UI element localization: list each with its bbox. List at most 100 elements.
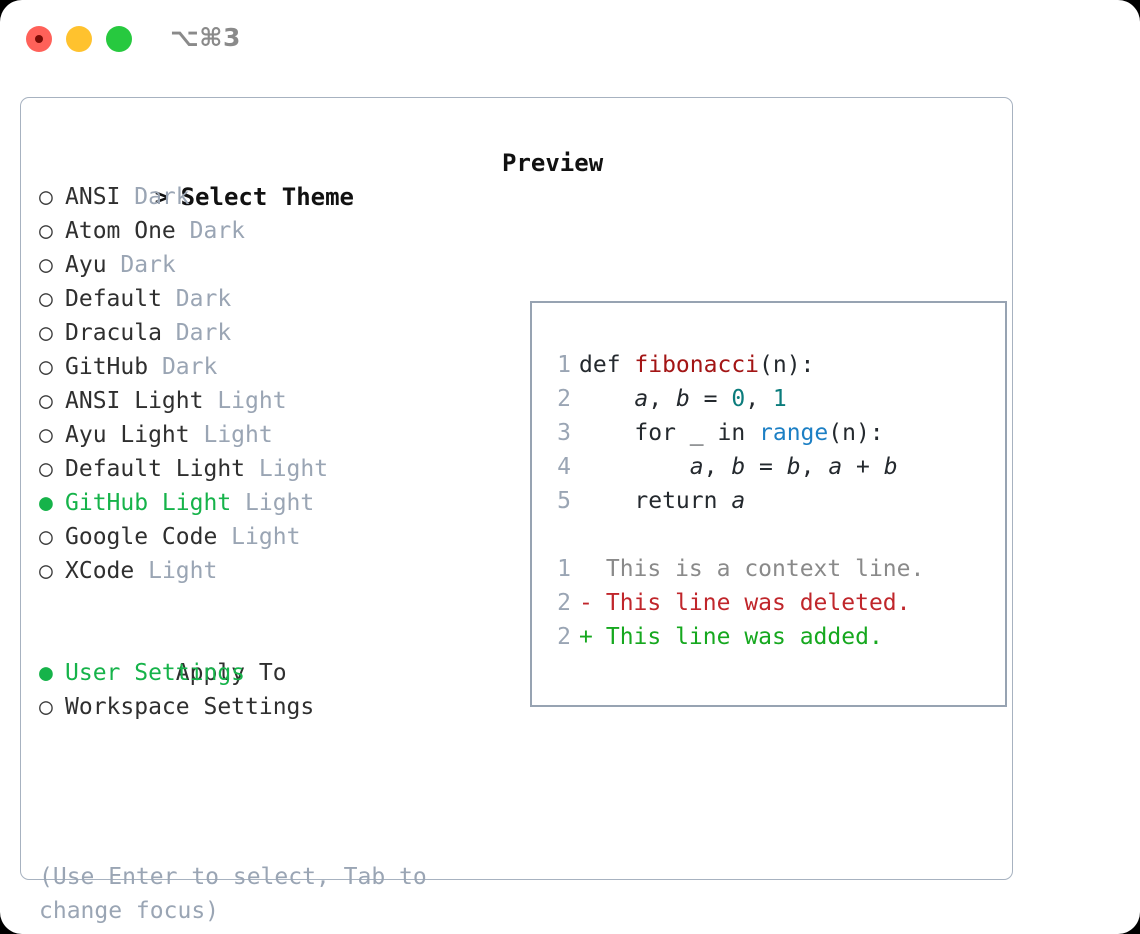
code-token: def: [579, 352, 635, 378]
diff-line: 2+ This line was added.: [545, 620, 1005, 654]
radio-selected-icon[interactable]: ●: [39, 660, 53, 686]
code-line: 2 a, b = 0, 1: [545, 382, 1005, 416]
theme-list-item[interactable]: ○ Google Code Light: [39, 520, 479, 554]
list-spacer: [39, 588, 479, 622]
header-text: Select Theme: [180, 183, 354, 211]
theme-variant-tag: Dark: [161, 320, 232, 346]
code-token: b: [883, 454, 898, 480]
theme-list-item[interactable]: ○Default Light Light: [39, 452, 479, 486]
theme-variant-tag: Dark: [161, 286, 232, 312]
code-token: b: [675, 386, 690, 412]
apply-to-option[interactable]: ○ Workspace Settings: [39, 690, 479, 724]
radio-unselected-icon[interactable]: ○: [39, 694, 53, 720]
diff-marker: +: [579, 624, 593, 650]
diff-marker: -: [579, 590, 593, 616]
code-token: [579, 454, 690, 480]
theme-variant-tag: Light: [217, 524, 301, 550]
keyboard-shortcut-label: ⌥⌘3: [170, 23, 241, 52]
radio-unselected-icon[interactable]: ○: [39, 286, 53, 312]
radio-unselected-icon[interactable]: ○: [39, 320, 53, 346]
theme-list-item[interactable]: ○ANSI Dark: [39, 180, 479, 214]
minimize-window-button[interactable]: [66, 26, 92, 52]
radio-unselected-icon[interactable]: ○: [39, 218, 53, 244]
code-token: ,: [648, 386, 676, 412]
radio-unselected-icon[interactable]: ○: [39, 456, 53, 482]
apply-to-option-label: Workspace Settings: [65, 694, 315, 720]
code-diff-spacer: [545, 518, 1005, 552]
code-line: 5 return a: [545, 484, 1005, 518]
theme-variant-tag: Dark: [175, 218, 246, 244]
theme-variant-tag: Light: [189, 422, 273, 448]
code-token: ,: [800, 454, 829, 480]
theme-list-item[interactable]: ○ Default Dark: [39, 282, 479, 316]
theme-variant-tag: Light: [203, 388, 287, 414]
theme-name: Atom One: [65, 218, 176, 244]
theme-list-item[interactable]: ○XCode Light: [39, 554, 479, 588]
apply-to-option[interactable]: ●User Settings: [39, 656, 479, 690]
theme-list-item[interactable]: ○ ANSI Light Light: [39, 384, 479, 418]
code-token: return: [579, 488, 732, 514]
theme-selector-column: >Select Theme ○ANSI Dark○Atom One Dark○A…: [39, 146, 479, 724]
theme-variant-tag: Dark: [148, 354, 218, 380]
apply-to-header: Apply To: [39, 622, 479, 686]
code-token: a: [731, 488, 746, 514]
diff-marker: [579, 552, 592, 586]
code-token: =: [689, 386, 732, 412]
preview-title: Preview: [502, 149, 604, 177]
apply-to-label: Apply To: [175, 660, 287, 686]
theme-name: GitHub: [65, 354, 149, 380]
theme-name: Default: [65, 286, 162, 312]
code-token: (n):: [759, 352, 815, 378]
theme-list-item[interactable]: ○ GitHub Dark: [39, 350, 479, 384]
code-token: a: [828, 454, 843, 480]
theme-list-header: >Select Theme: [39, 146, 479, 211]
diff-line: 1 This is a context line.: [545, 552, 1005, 586]
code-token: (n):: [828, 420, 884, 446]
line-number: 1: [557, 352, 571, 378]
maximize-window-button[interactable]: [106, 26, 132, 52]
theme-variant-tag: Dark: [106, 252, 176, 278]
theme-list-item[interactable]: ○Ayu Light Light: [39, 418, 479, 452]
code-token: for _ in: [579, 420, 760, 446]
close-icon: [35, 35, 43, 43]
theme-name: ANSI Light: [65, 388, 204, 414]
radio-unselected-icon[interactable]: ○: [39, 354, 53, 380]
theme-name: Google Code: [65, 524, 218, 550]
apply-to-options: ●User Settings ○ Workspace Settings: [39, 656, 479, 724]
theme-list-item[interactable]: ○ Atom One Dark: [39, 214, 479, 248]
theme-name: Dracula: [65, 320, 162, 346]
theme-list-item[interactable]: ○ Dracula Dark: [39, 316, 479, 350]
theme-list: ○ ANSI Dark ○ Atom One Dark ○ Ayu Dark ○ Defaul…: [39, 180, 479, 588]
theme-variant-tag: Light: [231, 490, 315, 516]
theme-list-item[interactable]: ●GitHub Light Light: [39, 486, 479, 520]
code-token: b: [786, 454, 801, 480]
theme-list-item[interactable]: ○ Ayu Dark: [39, 248, 479, 282]
theme-name: Default Light: [65, 456, 246, 482]
diff-text: This line was deleted.: [592, 590, 911, 616]
radio-unselected-icon[interactable]: ○: [39, 184, 53, 210]
line-number: 1: [557, 556, 571, 582]
diff-text: This line was added.: [592, 624, 883, 650]
radio-unselected-icon[interactable]: ○: [39, 388, 53, 414]
theme-name: Ayu: [65, 252, 107, 278]
code-line: 4 a, b = b, a + b: [545, 450, 1005, 484]
theme-variant-tag: Light: [134, 558, 218, 584]
line-number: 2: [557, 386, 571, 412]
content-panel: >Select Theme ○ANSI Dark○Atom One Dark○A…: [20, 97, 1013, 924]
theme-name: ANSI: [65, 184, 121, 210]
radio-unselected-icon[interactable]: ○: [39, 252, 53, 278]
line-number: 5: [557, 488, 571, 514]
radio-unselected-icon[interactable]: ○: [39, 422, 53, 448]
keyboard-hint: (Use Enter to select, Tab to change focu…: [39, 864, 427, 924]
code-token: ,: [745, 386, 773, 412]
radio-unselected-icon[interactable]: ○: [39, 524, 53, 550]
radio-selected-icon[interactable]: ●: [39, 490, 53, 516]
code-token: ,: [703, 454, 732, 480]
radio-unselected-icon[interactable]: ○: [39, 558, 53, 584]
line-number: 3: [557, 420, 571, 446]
